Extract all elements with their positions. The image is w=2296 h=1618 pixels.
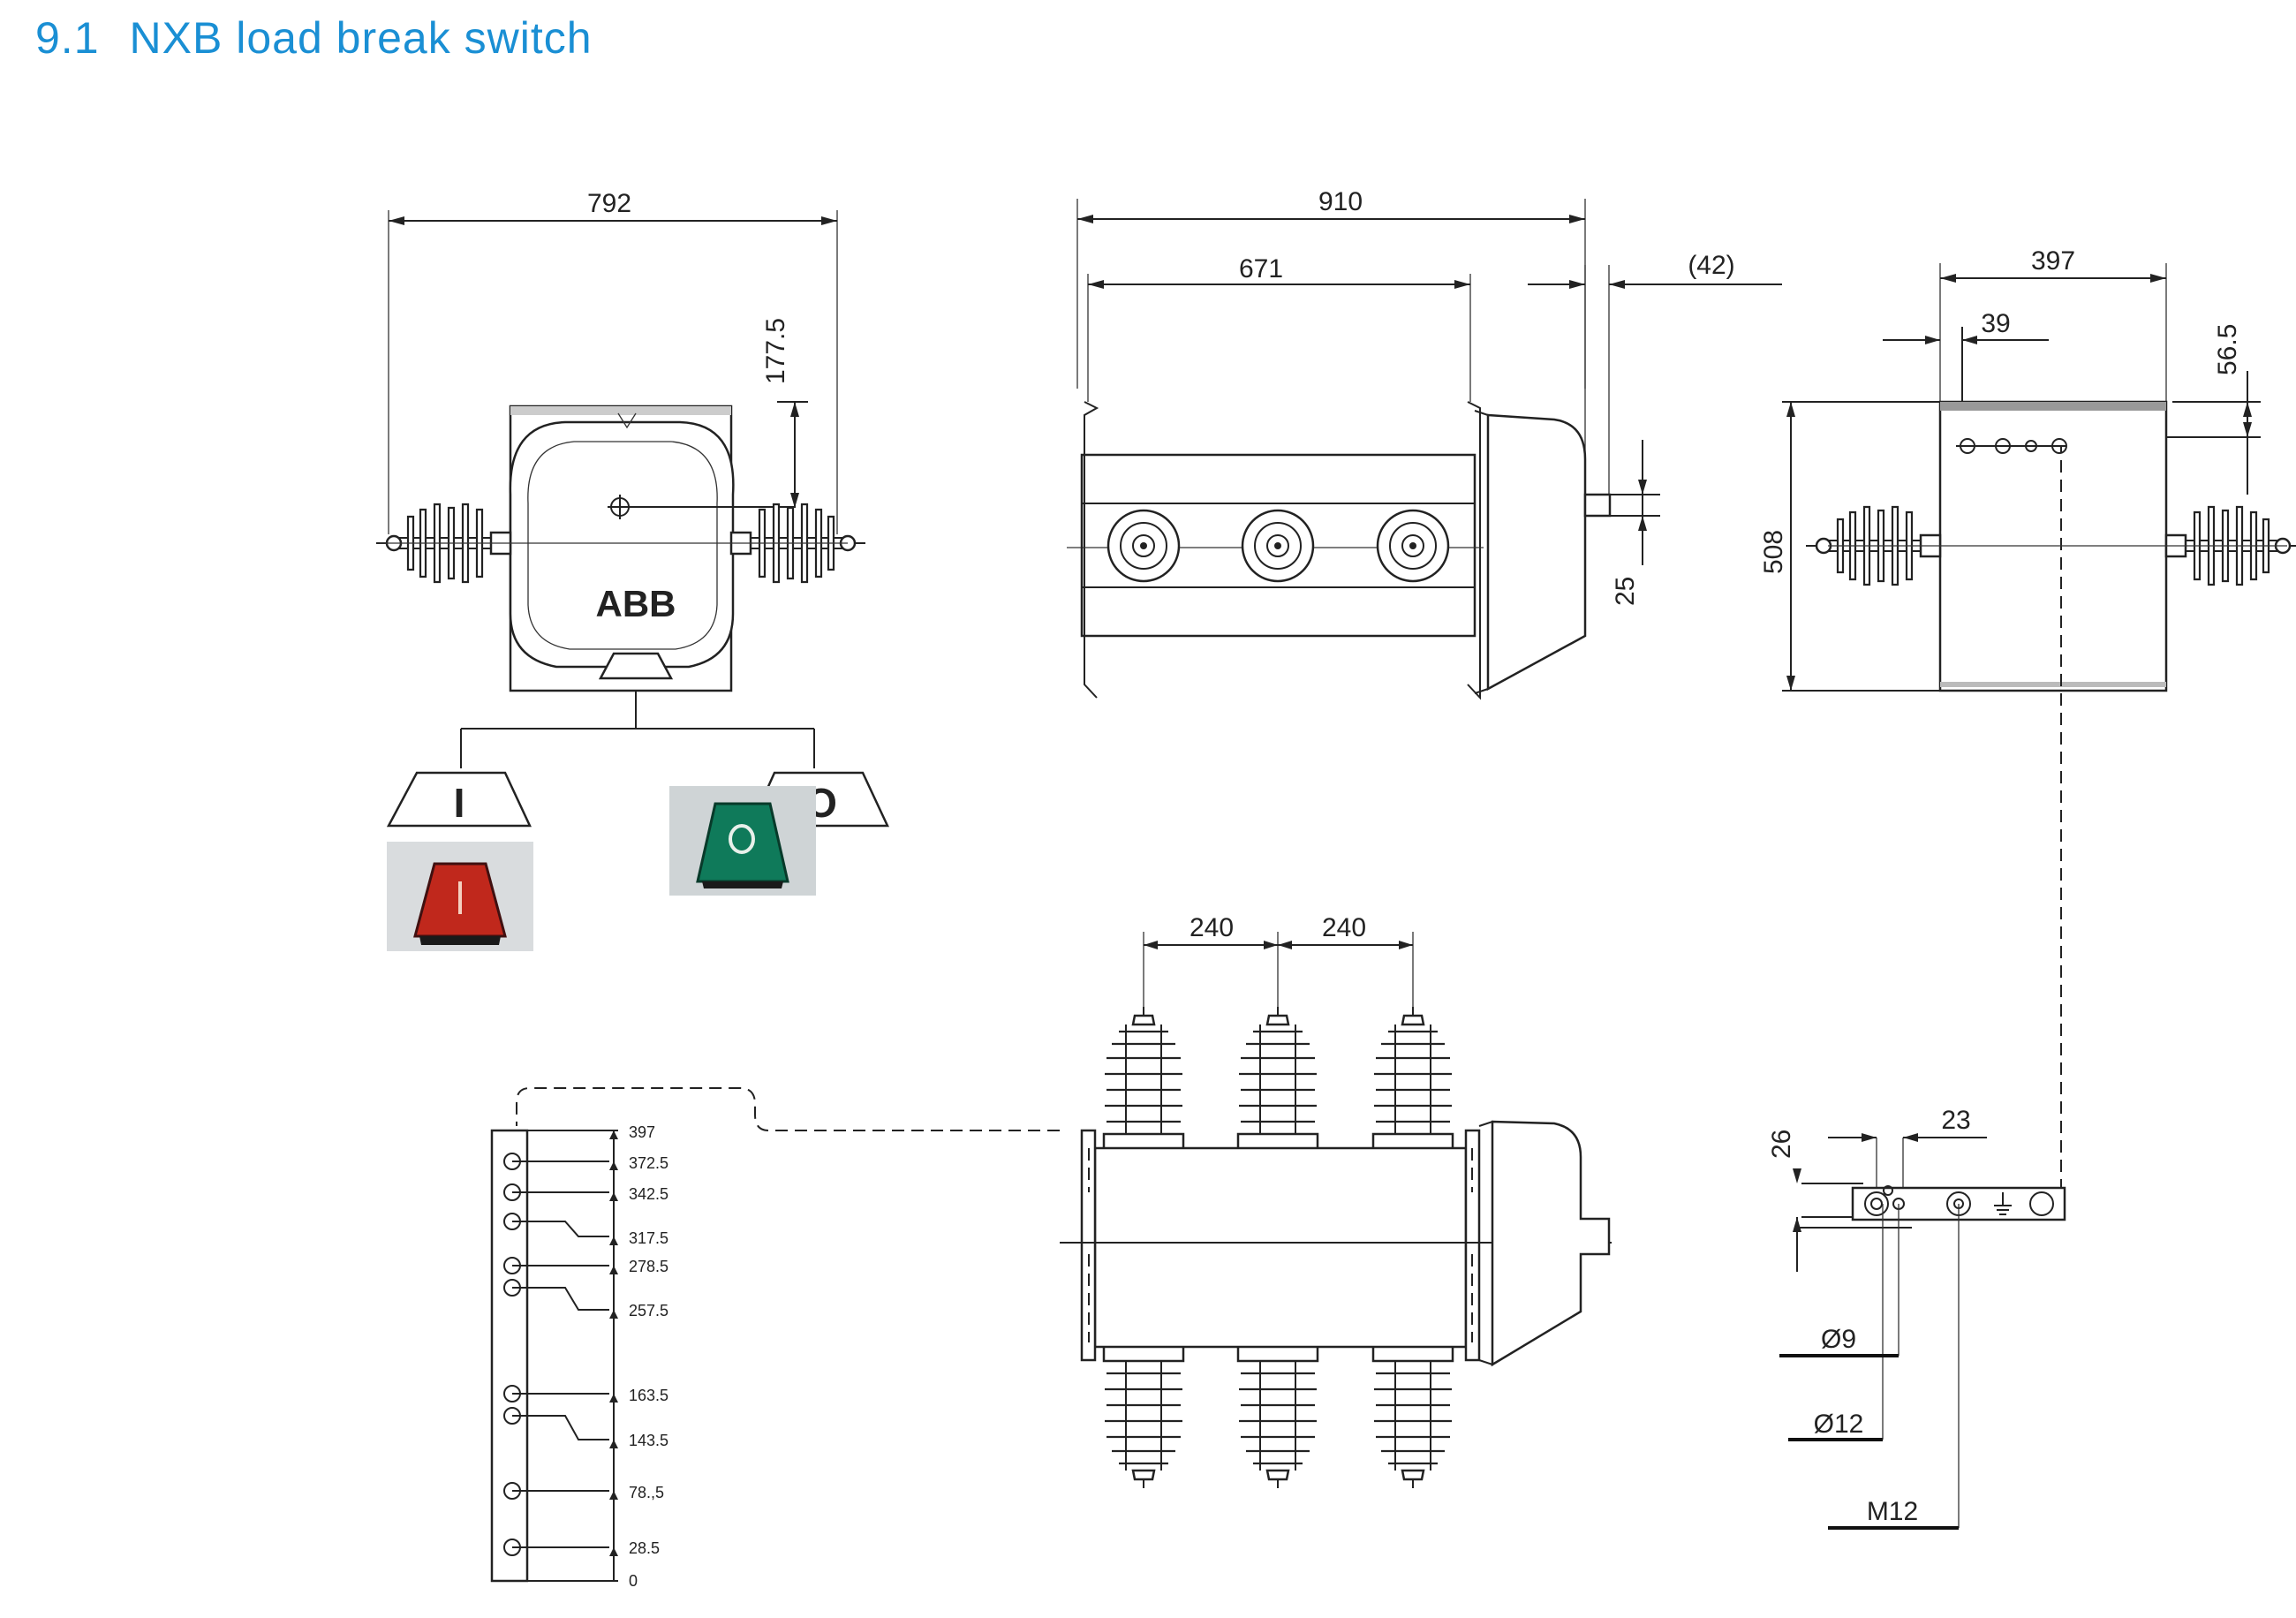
level-label: 28.5 [629,1539,660,1557]
hole-large-label: Ø12 [1814,1410,1864,1439]
top-view: 397 39 56.5 508 [1759,246,2296,1201]
level-label: 278.5 [629,1258,668,1275]
page-heading: 9.1 NXB load break switch [35,12,593,64]
side-view: 910 671 (42) 25 [1067,187,1782,700]
pole-body [1093,1146,1468,1349]
pole-pitch-2-label: 240 [1322,913,1366,942]
pole-mechanism-cover [1491,1120,1611,1367]
side-offset-label: 25 [1611,577,1640,606]
on-symbol-plate [386,771,532,828]
side-terminal-2 [1241,509,1315,583]
side-body-label: 671 [1239,254,1283,284]
front-view: 792 177.5 ABB I O [374,189,889,951]
hole-small-label: Ø9 [1821,1325,1856,1354]
level-label: 0 [629,1572,638,1590]
hole-small [2029,1191,2054,1216]
pole-3-lower-insulator [1371,1345,1454,1490]
pole-2-lower-insulator [1236,1345,1319,1490]
off-indicator-photo [669,786,816,896]
on-indicator-photo [387,842,533,951]
pole-1-upper-insulator [1102,1005,1185,1150]
abb-logo: ABB [596,583,676,624]
side-shaft [1583,493,1612,518]
level-label: 372.5 [629,1154,668,1172]
pole-1-lower-insulator [1102,1345,1185,1490]
pole-2-upper-insulator [1236,1005,1319,1150]
level-label: 342.5 [629,1185,668,1203]
pole-pitch-1-label: 240 [1190,913,1234,942]
level-markers [503,1153,521,1556]
side-terminal-3 [1376,509,1450,583]
on-symbol: I [454,780,465,826]
level-label: 163.5 [629,1387,668,1404]
pole-view: 240 240 [516,913,1612,1490]
mounting-detail: 26 23 Ø9 Ø12 M12 [1767,1106,2066,1530]
level-label: 143.5 [629,1432,668,1449]
side-terminal-1 [1106,509,1181,583]
top-width-label: 397 [2031,246,2075,276]
level-label: 257.5 [629,1302,668,1319]
level-scale: 397 372.5 342.5 317.5 278.5 257.5 163.5 … [490,1123,668,1590]
side-length-label: 910 [1318,187,1363,216]
hole-large [1864,1191,1889,1216]
detail-height-label: 26 [1767,1130,1796,1159]
pole-3-upper-insulator [1371,1005,1454,1150]
front-offset-label: 177.5 [761,318,790,384]
detail-spacing-label: 23 [1941,1106,1970,1135]
top-mount-label: 39 [1981,309,2010,338]
side-mechanism-cover [1486,413,1587,692]
side-shaft-label: (42) [1688,251,1734,280]
front-width-label: 792 [587,189,631,218]
top-offset-label: 56.5 [2213,324,2242,375]
top-height-label: 508 [1759,530,1788,574]
level-label: 317.5 [629,1229,668,1247]
level-label: 397 [629,1123,655,1141]
level-label: 78.,5 [629,1484,664,1501]
thread-label: M12 [1867,1497,1918,1526]
ground-icon [1994,1192,2012,1215]
section-number: 9.1 [35,13,100,63]
section-title: NXB load break switch [129,13,593,63]
